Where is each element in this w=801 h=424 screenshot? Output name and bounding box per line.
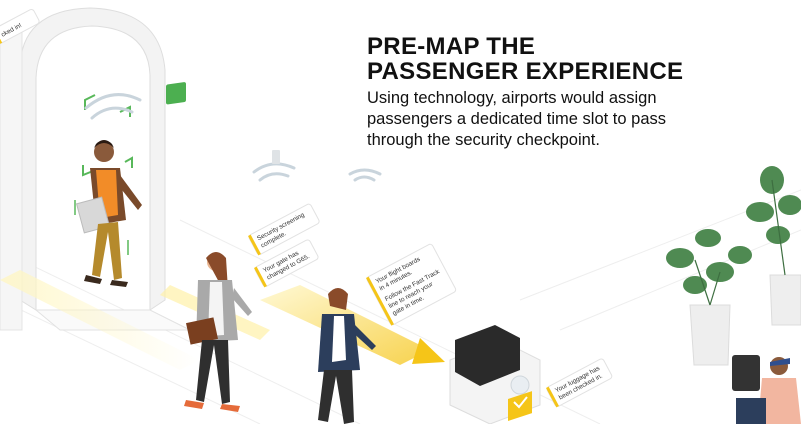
notification-checked-in: cked in! <box>0 8 40 45</box>
notification-flight: Your flight boards in 4 minutes. Follow … <box>366 243 457 326</box>
headline-body: Using technology, airports would assign … <box>367 88 787 151</box>
phone-icon <box>272 150 280 164</box>
security-scanner-arch <box>0 7 200 370</box>
seated-passenger <box>732 355 801 424</box>
passenger-man <box>75 140 142 287</box>
headline-body-line-1: Using technology, airports would assign <box>367 89 657 107</box>
headline-body-line-3: through the security checkpoint. <box>367 131 600 149</box>
face-scan-frame <box>82 94 133 177</box>
headline-block: PRE-MAP THE PASSENGER EXPERIENCE Using t… <box>367 34 787 151</box>
passenger-woman-navy <box>318 288 376 424</box>
checkmark-icon <box>166 82 186 123</box>
headline-title-line-1: PRE-MAP THE <box>367 33 536 60</box>
wifi-signal-icon <box>84 93 382 182</box>
potted-plants <box>666 166 801 366</box>
passenger-woman-coat <box>184 252 252 412</box>
headline-title-line-2: PASSENGER EXPERIENCE <box>367 58 684 85</box>
headline-body-line-2: passengers a dedicated time slot to pass <box>367 110 667 128</box>
notification-luggage: Your luggage has been checked in. <box>546 358 613 408</box>
luggage-robot <box>449 325 541 424</box>
